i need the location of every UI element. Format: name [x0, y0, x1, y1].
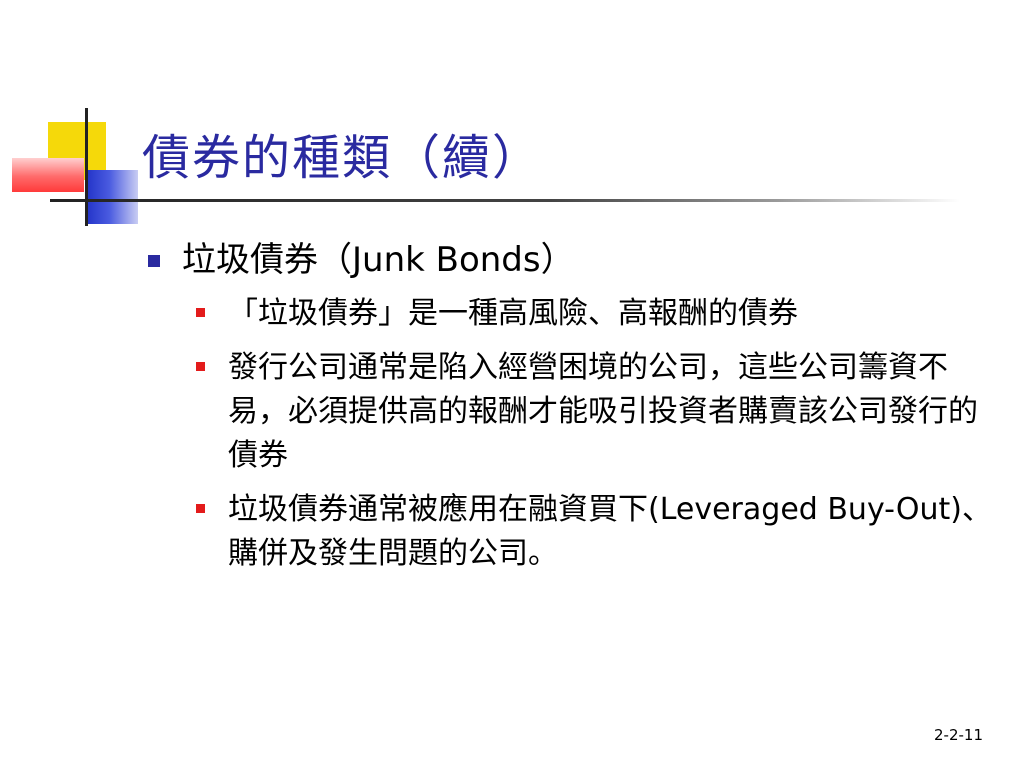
- decor-vertical-line: [85, 108, 88, 226]
- sub-bullet-issuers: 發行公司通常是陷入經營困境的公司，這些公司籌資不易，必須提供高的報酬才能吸引投資…: [196, 346, 998, 478]
- sub-bullet-text-end: 、購併及發生問題的公司。: [228, 492, 992, 571]
- decor-blue-square: [86, 170, 138, 224]
- bullet-text-zh: 垃圾債券（: [182, 240, 352, 280]
- bullet-text-end: ）: [540, 240, 575, 280]
- bullet-square-icon: [148, 255, 160, 267]
- bullet-text-en: Junk Bonds: [352, 240, 541, 280]
- sub-bullet-text-zh: 垃圾債券通常被應用在融資買下: [228, 492, 648, 527]
- sub-bullet-text: 「垃圾債券」是一種高風險、高報酬的債券: [228, 296, 798, 331]
- title-underline: [50, 199, 960, 202]
- sub-bullet-square-icon: [196, 308, 205, 317]
- sub-bullet-text-en: (Leveraged Buy-Out): [648, 492, 962, 527]
- sub-bullet-square-icon: [196, 362, 205, 371]
- sub-bullet-definition: 「垃圾債券」是一種高風險、高報酬的債券: [196, 292, 998, 336]
- decor-red-square: [12, 158, 84, 192]
- sub-bullet-text: 發行公司通常是陷入經營困境的公司，這些公司籌資不易，必須提供高的報酬才能吸引投資…: [228, 350, 978, 473]
- page-number: 2-2-11: [934, 726, 983, 744]
- slide-body: 垃圾債券（Junk Bonds） 「垃圾債券」是一種高風險、高報酬的債券 發行公…: [144, 236, 1004, 586]
- bullet-junk-bonds: 垃圾債券（Junk Bonds）: [144, 236, 1004, 284]
- slide-title: 債券的種類（續）: [142, 130, 543, 186]
- sub-bullet-usage: 垃圾債券通常被應用在融資買下(Leveraged Buy-Out)、購併及發生問…: [196, 488, 998, 576]
- sub-bullet-square-icon: [196, 504, 205, 513]
